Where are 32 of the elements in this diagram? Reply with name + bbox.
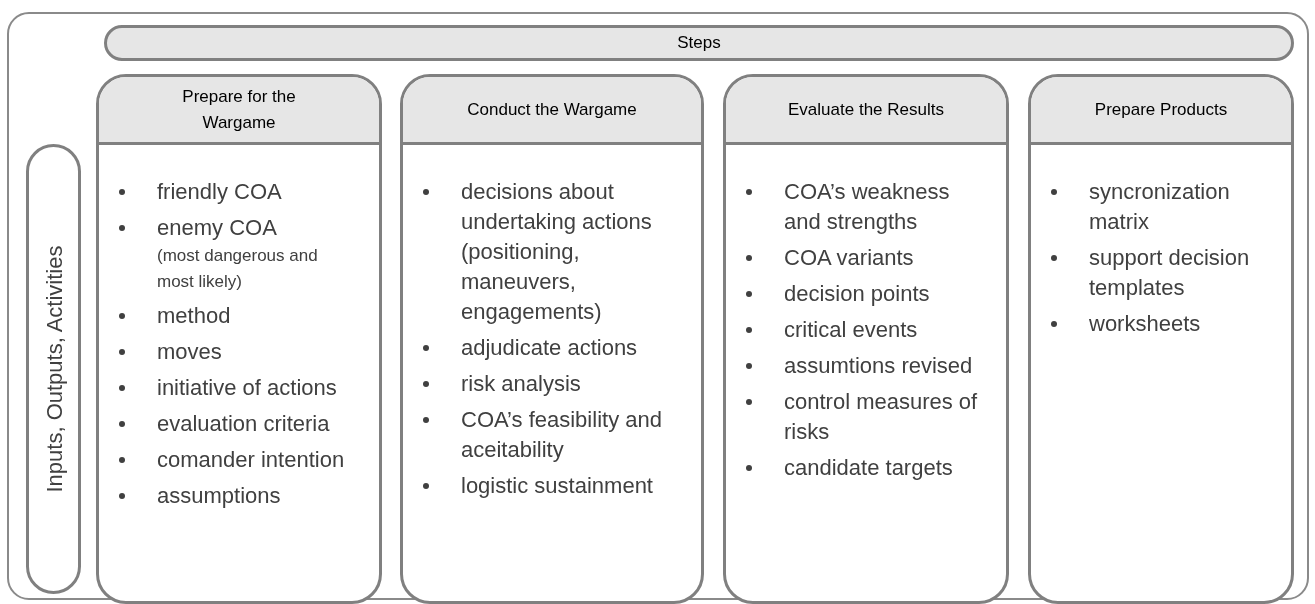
list-item: worksheets: [1089, 310, 1201, 338]
list-item: comander intention: [157, 446, 345, 474]
item-note: (most dangerous and most likely): [157, 245, 319, 293]
list-item: adjudicate actions: [461, 334, 638, 362]
list-item: decision points: [784, 280, 930, 308]
header-label: Steps: [677, 32, 721, 55]
list-item: moves: [157, 338, 222, 366]
step-column: [96, 74, 382, 604]
column-heading: Prepare for the Wargame: [181, 85, 297, 134]
category-pill: [26, 144, 81, 594]
step-column: [400, 74, 704, 604]
header-bar: [104, 25, 1294, 61]
list-item: candidate targets: [784, 454, 953, 482]
list-item: method: [157, 302, 231, 330]
list-item: critical events: [784, 316, 918, 344]
list-item: assumtions revised: [784, 352, 973, 380]
list-item: risk analysis: [461, 370, 581, 398]
list-item: enemy COA: [157, 214, 277, 242]
list-item: logistic sustainment: [461, 472, 653, 500]
column-heading: Prepare Products: [1094, 98, 1228, 121]
list-item: COA’s weakness and strengths: [784, 178, 951, 236]
list-item: assumptions: [157, 482, 281, 510]
step-column: [1028, 74, 1294, 604]
list-item: COA variants: [784, 244, 914, 272]
list-item: friendly COA: [157, 178, 282, 206]
list-item: evaluation criteria: [157, 410, 330, 438]
step-column: [723, 74, 1009, 604]
list-item: decisions about undertaking actions (positioning, maneuvers, engagements): [461, 178, 653, 326]
column-heading: Conduct the Wargame: [467, 98, 637, 121]
column-heading: Evaluate the Results: [788, 98, 944, 121]
list-item: initiative of actions: [157, 374, 337, 402]
category-label: Inputs, Outputs, Activities: [41, 245, 66, 493]
